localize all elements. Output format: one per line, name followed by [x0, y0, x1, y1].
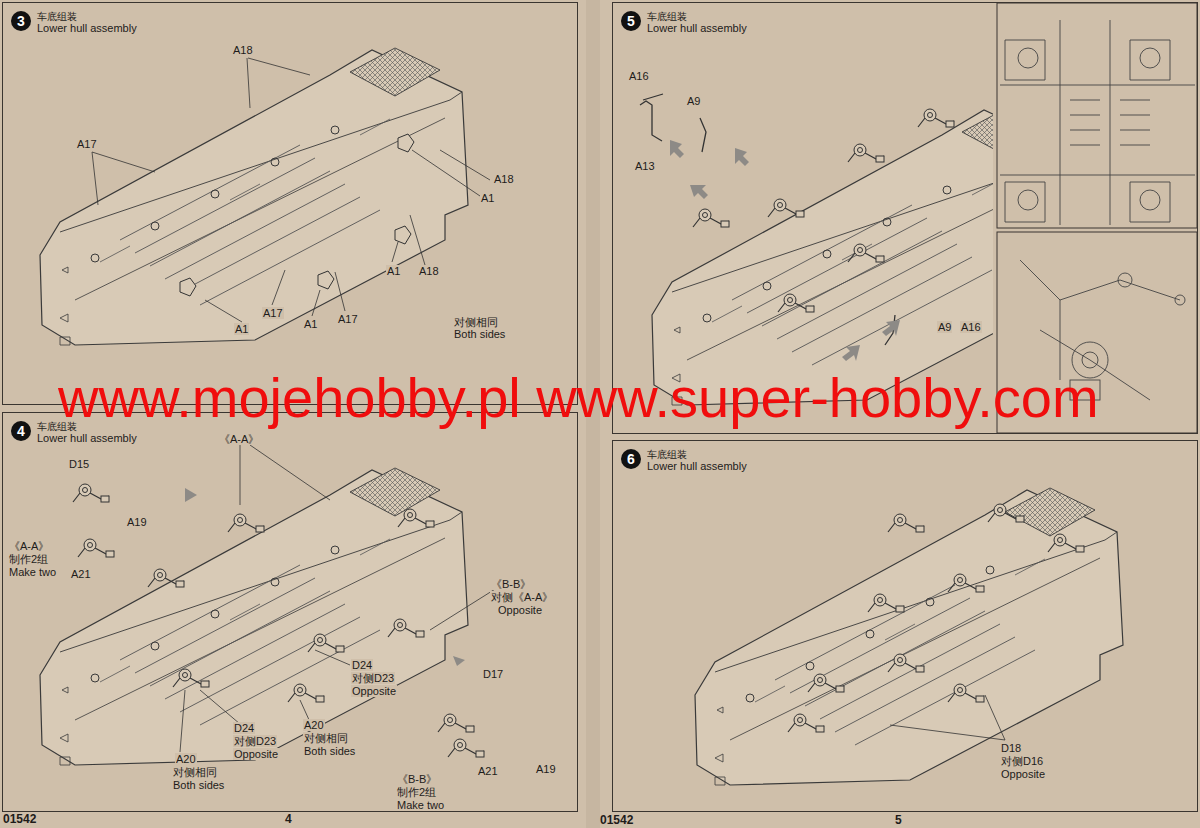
part-callout: A16 — [628, 70, 650, 82]
part-callout: A21 — [70, 568, 92, 580]
part-callout: Both sides — [453, 328, 506, 340]
step-number: 5 — [621, 11, 641, 31]
part-callout: 对侧《A-A》 — [490, 591, 554, 603]
watermark: www.mojehobby.pl www.super-hobby.com — [58, 370, 1099, 426]
part-callout: A13 — [634, 160, 656, 172]
part-callout: 对侧相同 — [303, 732, 349, 744]
part-callout: A19 — [126, 516, 148, 528]
part-callout: Both sides — [172, 779, 225, 791]
part-callout: 对侧D23 — [351, 672, 395, 684]
part-callout: A20 — [303, 719, 325, 731]
step-title: Lower hull assembly — [37, 22, 137, 34]
step-number: 6 — [621, 449, 641, 469]
part-callout: A18 — [418, 265, 440, 277]
part-callout: A16 — [960, 321, 982, 333]
step-number: 4 — [11, 421, 31, 441]
part-callout: 《A-A》 — [218, 433, 260, 445]
part-callout: A1 — [386, 265, 401, 277]
part-callout: Opposite — [1000, 768, 1046, 780]
part-callout: 制作2组 — [8, 553, 49, 565]
part-callout: D24 — [351, 659, 373, 671]
part-callout: A1 — [234, 323, 249, 335]
step-number-text: 5 — [621, 11, 641, 31]
step-number-text: 6 — [621, 449, 641, 469]
part-callout: 对侧D23 — [233, 735, 277, 747]
page-number: 01542 — [600, 813, 633, 827]
step-panel: 车底组装Lower hull assembly4 — [2, 412, 578, 812]
page-number: 5 — [895, 813, 902, 827]
part-callout: A1 — [303, 318, 318, 330]
step-panel: 车底组装Lower hull assembly 6 — [612, 440, 1198, 812]
page-number: 01542 — [3, 812, 36, 826]
part-callout: A1 — [480, 192, 495, 204]
part-callout: 对侧相同 — [453, 316, 499, 328]
part-callout: 对侧相同 — [172, 766, 218, 778]
part-callout: 对侧D16 — [1000, 755, 1044, 767]
part-callout: Make two — [396, 799, 445, 811]
part-callout: A18 — [493, 173, 515, 185]
part-callout: 《B-B》 — [396, 773, 438, 785]
step-title: Lower hull assembly — [37, 432, 137, 444]
part-callout: 《B-B》 — [490, 578, 532, 590]
part-callout: 制作2组 — [396, 786, 437, 798]
part-callout: A18 — [232, 44, 254, 56]
page-number: 4 — [285, 812, 292, 826]
part-callout: Opposite — [351, 685, 397, 697]
part-callout: Both sides — [303, 745, 356, 757]
part-callout: A17 — [76, 138, 98, 150]
step-number-text: 4 — [11, 421, 31, 441]
part-callout: D24 — [233, 722, 255, 734]
step-title-zh: 车底组装 — [647, 448, 687, 462]
part-callout: 《A-A》 — [8, 540, 50, 552]
part-callout: A17 — [337, 313, 359, 325]
part-callout: Opposite — [233, 748, 279, 760]
step-title-zh: 车底组装 — [647, 10, 687, 24]
step-number-text: 3 — [11, 11, 31, 31]
part-callout: A19 — [535, 763, 557, 775]
step-title: Lower hull assembly — [647, 22, 747, 34]
part-callout: Opposite — [497, 604, 543, 616]
part-callout: D18 — [1000, 742, 1022, 754]
part-callout: D17 — [482, 668, 504, 680]
part-callout: A20 — [175, 753, 197, 765]
part-callout: A9 — [686, 95, 701, 107]
part-callout: A21 — [477, 765, 499, 777]
part-callout: A9 — [937, 321, 952, 333]
step-number: 3 — [11, 11, 31, 31]
step-title-zh: 车底组装 — [37, 10, 77, 24]
part-callout: Make two — [8, 566, 57, 578]
part-callout: D15 — [68, 458, 90, 470]
step-title: Lower hull assembly — [647, 460, 747, 472]
part-callout: A17 — [262, 307, 284, 319]
